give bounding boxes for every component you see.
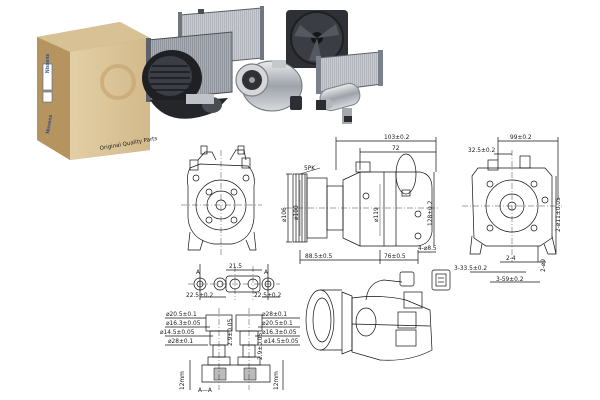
sec-left-12mm: 12mm bbox=[178, 371, 186, 390]
dim-22-5-left: 22.5±0.2 bbox=[186, 291, 213, 299]
product-photo: Nissens Nissens Original Quality Parts bbox=[37, 6, 383, 160]
dim-128: 128±0.2 bbox=[426, 200, 434, 226]
sec-left-20-5: ⌀20.5±0.1 bbox=[166, 310, 197, 318]
blower-motor-image bbox=[142, 50, 228, 119]
dim-21-5: 21.5 bbox=[229, 262, 242, 270]
dim-103: 103±0.2 bbox=[384, 133, 410, 141]
section-title: A—A bbox=[198, 386, 212, 394]
sec-left-28: ⌀28±0.1 bbox=[168, 337, 193, 345]
isometric-drawing bbox=[305, 269, 451, 361]
receiver-drier-image bbox=[316, 82, 361, 124]
sec-right-12mm: 12mm bbox=[272, 371, 280, 390]
dim-3-33: 3-33.5±0.2 bbox=[454, 264, 487, 272]
dim-76: 76±0.5 bbox=[384, 252, 406, 260]
packaging-box: Nissens Nissens Original Quality Parts bbox=[37, 22, 158, 160]
sec-left-2-9: 2.9±0.05 bbox=[226, 319, 234, 346]
front-view-drawing bbox=[181, 145, 262, 256]
dim-2-11: 2-⌀11±0.05 bbox=[554, 197, 562, 232]
side-view-drawing bbox=[286, 137, 438, 264]
dim-99: 99±0.2 bbox=[510, 133, 532, 141]
cooling-fan-image bbox=[286, 10, 348, 68]
section-detail-drawing bbox=[165, 308, 300, 390]
dim-5pk: 5PK bbox=[304, 164, 315, 172]
dim-88: 88.5±0.5 bbox=[305, 252, 332, 260]
dim-106: ⌀106 bbox=[280, 207, 288, 222]
sec-right-16-3: ⌀16.3±0.05 bbox=[262, 328, 297, 336]
dim-4-holes: 4-⌀8.5 bbox=[418, 244, 437, 252]
section-mark-a-right: A bbox=[264, 268, 268, 276]
dim-100: ⌀100 bbox=[292, 205, 300, 220]
compressor-image bbox=[235, 60, 303, 112]
dim-72: 72 bbox=[392, 144, 400, 152]
sec-right-14-5: ⌀14.5±0.05 bbox=[264, 337, 299, 345]
heater-core-image bbox=[316, 50, 383, 94]
dim-2-4: 2-4 bbox=[506, 254, 516, 262]
sec-right-2-9: 2.9±0.05 bbox=[256, 333, 264, 360]
section-mark-a-left: A bbox=[196, 268, 200, 276]
dim-2-9: 2-⌀9 bbox=[539, 259, 547, 272]
dim-119: ⌀119 bbox=[372, 207, 380, 222]
rear-view-drawing bbox=[462, 137, 562, 283]
sec-right-20-5: ⌀20.5±0.1 bbox=[262, 319, 293, 327]
port-detail-drawing bbox=[188, 264, 280, 300]
sec-left-16-3: ⌀16.3±0.05 bbox=[166, 319, 201, 327]
box-brand-side-label: Nissens bbox=[45, 114, 54, 134]
sec-left-14-5: ⌀14.5±0.05 bbox=[160, 328, 195, 336]
dim-32: 32.5±0.2 bbox=[468, 146, 495, 154]
dimension-labels: 103±0.2 72 5PK 99±0.2 32.5±0.2 ⌀106 ⌀100… bbox=[160, 133, 562, 394]
dim-3-59: 3-59±0.2 bbox=[496, 275, 524, 283]
box-brand-label: Nissens bbox=[45, 54, 51, 73]
sec-right-28: ⌀28±0.1 bbox=[262, 310, 287, 318]
dim-22-5-right: 22.5±0.2 bbox=[254, 291, 281, 299]
